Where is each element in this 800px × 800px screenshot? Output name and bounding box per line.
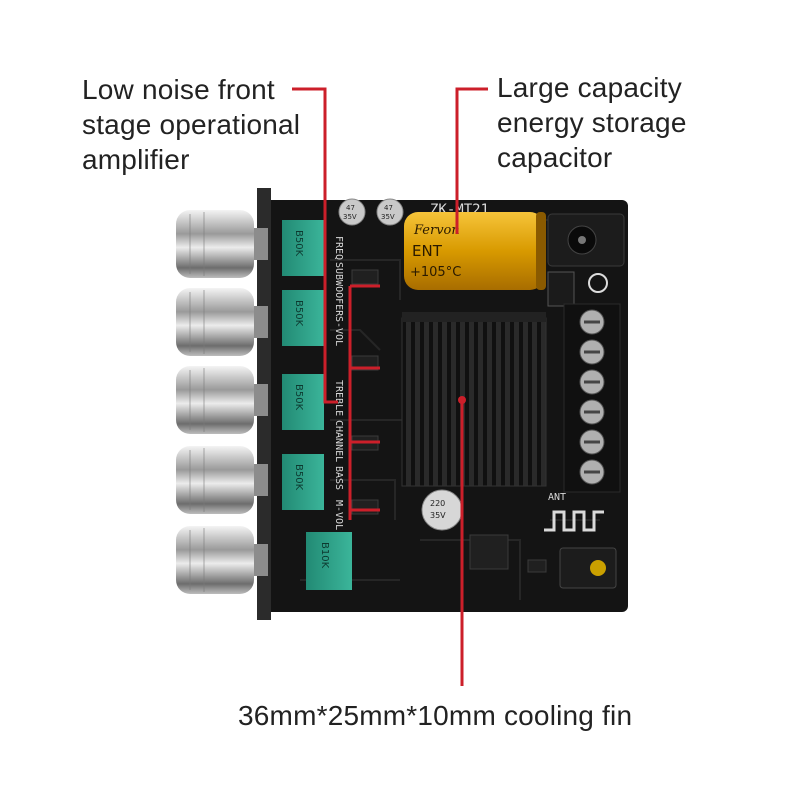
bass-label: BASS: [333, 466, 344, 490]
cooling-fin-callout-text: 36mm*25mm*10mm cooling fin: [238, 700, 633, 731]
antenna-label: ANT: [548, 492, 566, 503]
pot-3: [282, 374, 324, 430]
heatsink: [401, 312, 547, 487]
knob-3-icon: [176, 366, 268, 434]
opamp-callout: Low noise front stage operational amplif…: [82, 72, 300, 177]
svg-text:B50K: B50K: [293, 384, 304, 411]
knob-4-icon: [176, 446, 268, 514]
svg-text:35V: 35V: [381, 213, 395, 221]
opamp-callout-line-1: Low noise front: [82, 74, 275, 105]
svg-text:47: 47: [384, 204, 393, 212]
m-vol-label: M-VOL: [333, 500, 344, 530]
small-capacitors: 47 35V 47 35V: [338, 198, 404, 226]
opamp-callout-line-3: amplifier: [82, 144, 190, 175]
pot-5: [306, 532, 352, 590]
svg-text:ENT: ENT: [412, 242, 443, 260]
svg-text:B10K: B10K: [319, 542, 330, 569]
svg-text:35V: 35V: [430, 511, 446, 520]
treble-label: TREBLE: [333, 380, 344, 416]
knob-1-icon: [176, 210, 268, 278]
svg-text:47: 47: [346, 204, 355, 212]
capacitor-callout: Large capacity energy storage capacitor: [497, 70, 687, 175]
svg-text:Fervon: Fervon: [413, 223, 460, 238]
svg-text:+105°C: +105°C: [410, 265, 461, 280]
storage-capacitor: Fervon ENT +105°C: [404, 212, 546, 290]
pot-4: [282, 454, 324, 510]
knob-2-icon: [176, 288, 268, 356]
svg-text:B50K: B50K: [293, 300, 304, 327]
svg-text:35V: 35V: [343, 213, 357, 221]
subwoofer-label: SUBWOOFER: [333, 262, 344, 317]
audio-jack: [559, 547, 617, 589]
cooling-fin-callout: 36mm*25mm*10mm cooling fin: [238, 698, 632, 733]
callout-leader-lines: [292, 87, 488, 686]
capacitor-leader: [455, 87, 488, 234]
opamp-leader: [292, 87, 338, 404]
svg-text:220: 220: [430, 499, 445, 508]
s-vol-label: S-VOL: [333, 316, 344, 346]
svg-text:B50K: B50K: [293, 230, 304, 257]
filter-capacitor: 220 35V: [421, 489, 463, 531]
pot-2: [282, 290, 324, 346]
function-labels: FREQ SUBWOOFER S-VOL TREBLE CHANNEL BASS…: [333, 236, 344, 530]
screw-terminals: [579, 309, 605, 485]
speaker-terminal-block: [563, 303, 621, 493]
capacitor-callout-line-2: energy storage: [497, 107, 687, 138]
leader-markers: [458, 396, 466, 404]
capacitor-callout-line-1: Large capacity: [497, 72, 682, 103]
pcb-antenna: [544, 510, 604, 532]
pot-1: [282, 220, 324, 276]
knob-5-icon: [176, 526, 268, 594]
opamp-callout-line-2: stage operational: [82, 109, 301, 140]
potentiometers: B50K B50K B50K B50K B10K: [282, 220, 352, 590]
capacitor-callout-line-3: capacitor: [497, 142, 613, 173]
knobs: [176, 210, 268, 594]
freq-label: FREQ: [333, 236, 344, 260]
channel-label: CHANNEL: [333, 420, 344, 462]
svg-text:B50K: B50K: [293, 464, 304, 491]
